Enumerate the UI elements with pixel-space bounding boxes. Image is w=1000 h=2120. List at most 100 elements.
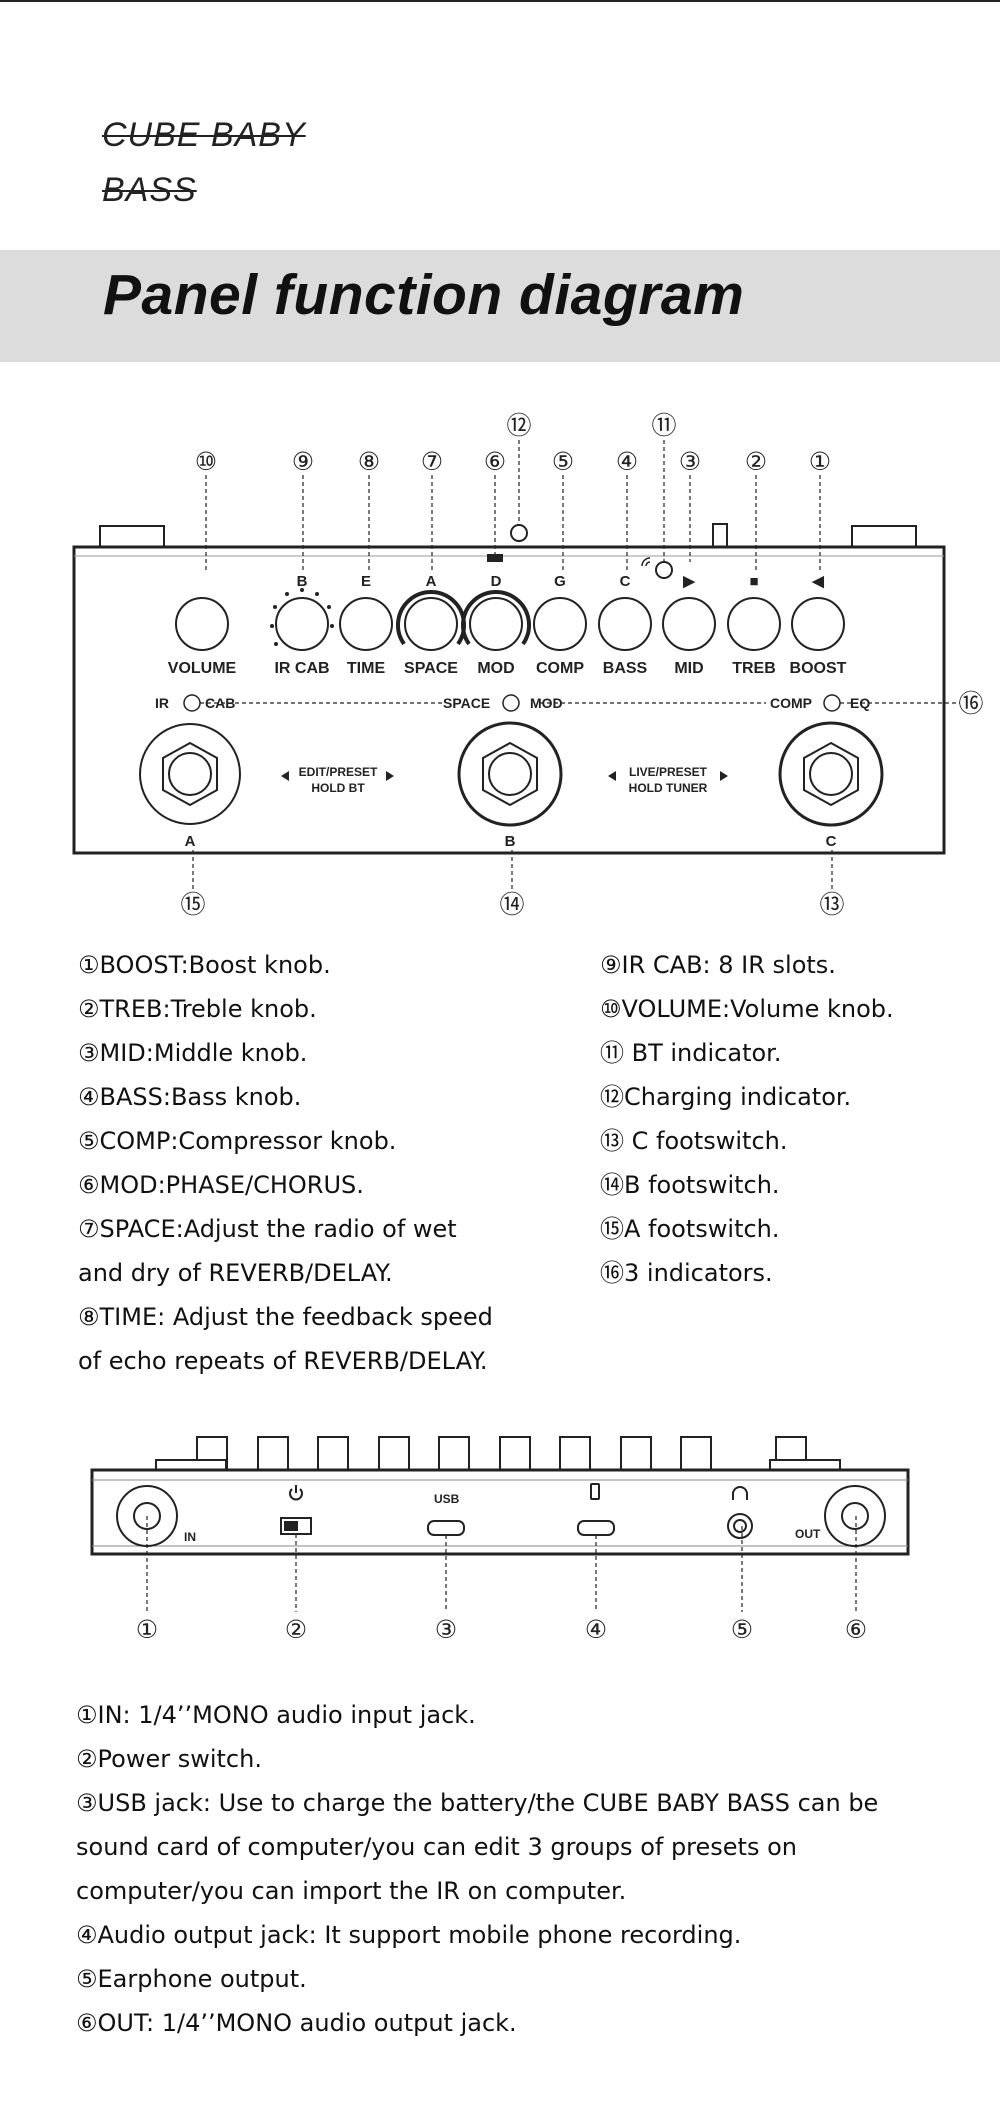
label-mod: MOD <box>477 660 514 677</box>
top-descriptions-right: ⑨IR CAB: 8 IR slots. ⑩VOLUME:Volume knob… <box>600 943 894 1295</box>
desc-c-footswitch: ⑬ C footswitch. <box>600 1127 788 1155</box>
headphone-jack <box>727 1513 753 1539</box>
side-descriptions: ①IN: 1/4’’MONO audio input jack. ②Power … <box>76 1693 878 2045</box>
callout-12: ⑫ <box>506 411 531 440</box>
title-banner <box>0 250 1000 362</box>
leader-lines <box>192 440 960 890</box>
callout-1: ① <box>809 447 831 476</box>
footswitch-c <box>778 721 884 827</box>
brand-line-2: BASS <box>102 171 197 209</box>
wifi-icon <box>641 557 651 567</box>
knob-letter-a: A <box>426 573 437 590</box>
side-callout-3: ③ <box>435 1615 457 1644</box>
knob-letter-d: D <box>491 573 502 590</box>
desc-space: ⑦SPACE:Adjust the radio of wet <box>78 1215 457 1243</box>
desc-out: ⑥OUT: 1/4’’MONO audio output jack. <box>76 2009 517 2037</box>
callout-15: ⑮ <box>180 890 205 919</box>
usb-label: USB <box>434 1492 460 1506</box>
label-mid: MID <box>674 660 703 677</box>
desc-mid: ③MID:Middle knob. <box>78 1039 308 1067</box>
page-title: Panel function diagram <box>103 263 745 327</box>
hint-right-2: HOLD TUNER <box>629 781 708 795</box>
desc-volume: ⑩VOLUME:Volume knob. <box>600 995 894 1023</box>
callout-11: ⑪ <box>651 411 676 440</box>
bass-knob <box>598 597 652 651</box>
desc-in: ①IN: 1/4’’MONO audio input jack. <box>76 1701 476 1729</box>
charging-indicator <box>510 524 528 542</box>
headphones-icon <box>732 1486 748 1500</box>
callout-7: ⑦ <box>421 447 443 476</box>
callout-16: ⑯ <box>958 689 983 718</box>
brand-logo: CUBE BABY BASS <box>102 108 306 218</box>
callout-3: ③ <box>679 447 701 476</box>
desc-time: ⑧TIME: Adjust the feedback speed <box>78 1303 493 1331</box>
side-panel <box>90 1436 910 1556</box>
desc-usb-cont1: sound card of computer/you can edit 3 gr… <box>76 1833 797 1861</box>
callout-8: ⑧ <box>358 447 380 476</box>
indicator-eq-label: EQ <box>850 695 870 711</box>
boost-knob <box>791 597 845 651</box>
power-icon <box>289 1488 303 1501</box>
comp-knob <box>533 597 587 651</box>
desc-ircab: ⑨IR CAB: 8 IR slots. <box>600 951 836 979</box>
side-callout-4: ④ <box>585 1615 607 1644</box>
label-volume: VOLUME <box>168 660 237 677</box>
top-panel <box>72 523 946 855</box>
footswitch-b <box>457 721 563 827</box>
ircab-knob <box>275 597 329 651</box>
desc-bt: ⑪ BT indicator. <box>600 1039 782 1067</box>
top-descriptions-left: ①BOOST:Boost knob. ②TREB:Treble knob. ③M… <box>78 943 493 1383</box>
indicator-cab-label: CAB <box>205 695 235 711</box>
brand-line-1: CUBE BABY <box>102 116 306 154</box>
label-space: SPACE <box>404 660 458 677</box>
callout-10: ⑩ <box>195 447 217 476</box>
desc-b-footswitch: ⑭B footswitch. <box>600 1171 780 1199</box>
mod-knob <box>469 597 523 651</box>
desc-power: ②Power switch. <box>76 1745 262 1773</box>
callout-13: ⑬ <box>819 890 844 919</box>
indicator-mod-label: MOD <box>530 695 563 711</box>
desc-time-cont: of echo repeats of REVERB/DELAY. <box>78 1347 488 1375</box>
side-callout-1: ① <box>136 1615 158 1644</box>
desc-indicators: ⑯3 indicators. <box>600 1259 773 1287</box>
desc-earphone: ⑤Earphone output. <box>76 1965 307 1993</box>
label-treb: TREB <box>732 660 776 677</box>
play-icon: ▶ <box>682 573 696 590</box>
volume-knob <box>175 597 229 651</box>
side-callout-2: ② <box>285 1615 307 1644</box>
bt-indicator <box>655 561 673 579</box>
label-comp: COMP <box>536 660 584 677</box>
desc-boost: ①BOOST:Boost knob. <box>78 951 331 979</box>
footswitch-a <box>139 723 241 825</box>
indicator-comp-label: COMP <box>770 695 812 711</box>
in-label: IN <box>184 1530 196 1544</box>
callout-14: ⑭ <box>499 890 524 919</box>
label-boost: BOOST <box>790 660 847 677</box>
callout-9: ⑨ <box>292 447 314 476</box>
desc-space-cont: and dry of REVERB/DELAY. <box>78 1259 393 1287</box>
space-mod-indicator <box>502 694 520 712</box>
treb-knob <box>727 597 781 651</box>
hint-right-1: LIVE/PRESET <box>629 765 708 779</box>
phone-icon <box>590 1483 600 1500</box>
space-knob <box>404 597 458 651</box>
side-callout-6: ⑥ <box>845 1615 867 1644</box>
knob-letter-e: E <box>361 573 371 590</box>
mid-knob <box>662 597 716 651</box>
knob-letter-b: B <box>297 573 308 590</box>
side-callout-5: ⑤ <box>731 1615 753 1644</box>
callout-4: ④ <box>616 447 638 476</box>
stop-icon: ■ <box>749 573 758 590</box>
callout-2: ② <box>745 447 767 476</box>
indicator-ir-label: IR <box>155 695 169 711</box>
hint-left-1: EDIT/PRESET <box>299 765 378 779</box>
label-time: TIME <box>347 660 386 677</box>
knob-letter-g: G <box>554 573 566 590</box>
footswitch-a-label: A <box>185 833 196 850</box>
desc-usb-cont2: computer/you can import the IR on comput… <box>76 1877 627 1905</box>
desc-comp: ⑤COMP:Compressor knob. <box>78 1127 397 1155</box>
desc-treb: ②TREB:Treble knob. <box>78 995 317 1023</box>
desc-bass: ④BASS:Bass knob. <box>78 1083 302 1111</box>
desc-mod: ⑥MOD:PHASE/CHORUS. <box>78 1171 364 1199</box>
